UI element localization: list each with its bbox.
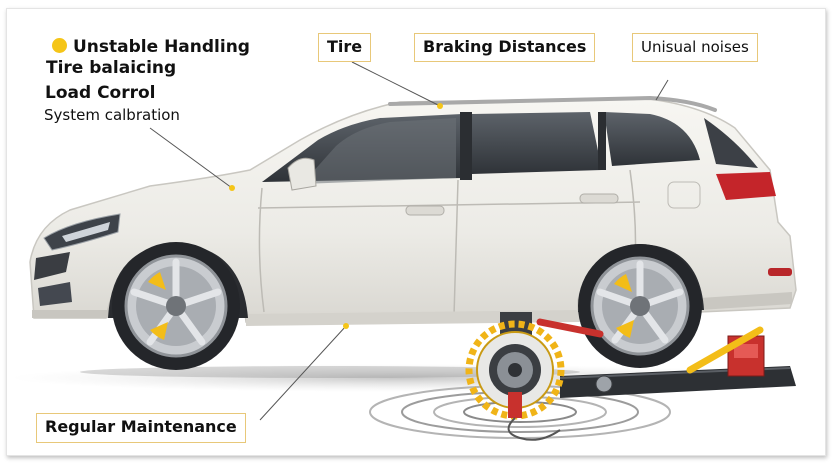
label-regular-maintenance: Regular Maintenance (36, 413, 246, 443)
c-pillar (598, 112, 606, 170)
label-unstable-handling: Unstable Handling (52, 37, 250, 57)
side-mirror (287, 157, 317, 191)
front-skirt (32, 310, 112, 318)
label-unstable-handling-text: Unstable Handling (73, 37, 250, 57)
rear-side-window (472, 112, 602, 174)
headlight-inner (62, 222, 110, 242)
b-pillar (460, 112, 472, 180)
side-skirt (246, 310, 580, 326)
brake-rotor-gear (465, 320, 565, 441)
floor-jack (500, 312, 796, 398)
door-lines (257, 169, 641, 317)
label-tire-balancing: Tire balaicing (46, 58, 177, 78)
leader-dots (229, 103, 443, 329)
rear-bumper-skirt (700, 292, 792, 310)
label-system-calibration: System calbration (44, 106, 180, 124)
front-side-window (302, 118, 456, 184)
tail-light (716, 172, 776, 200)
rear-wheel (578, 244, 702, 368)
label-braking-distances: Braking Distances (414, 33, 596, 62)
rear-window (704, 118, 758, 168)
rear-door-handle (579, 193, 619, 204)
yellow-dot-icon (52, 38, 67, 53)
front-wheel (112, 242, 240, 370)
fuel-door (667, 181, 701, 209)
leader-lines (149, 61, 669, 421)
front-bumper-intake (38, 282, 72, 306)
front-grille (34, 252, 70, 280)
label-tire: Tire (318, 33, 372, 62)
ground-shadow-dark (80, 366, 580, 378)
rear-reflector (768, 268, 792, 276)
front-door-handle (405, 205, 445, 216)
roof-rail (388, 95, 717, 112)
rear-quarter-window (604, 112, 700, 166)
label-unusual-noises: Unisual noises (632, 33, 758, 62)
label-load-control: Load Corrol (45, 83, 156, 103)
